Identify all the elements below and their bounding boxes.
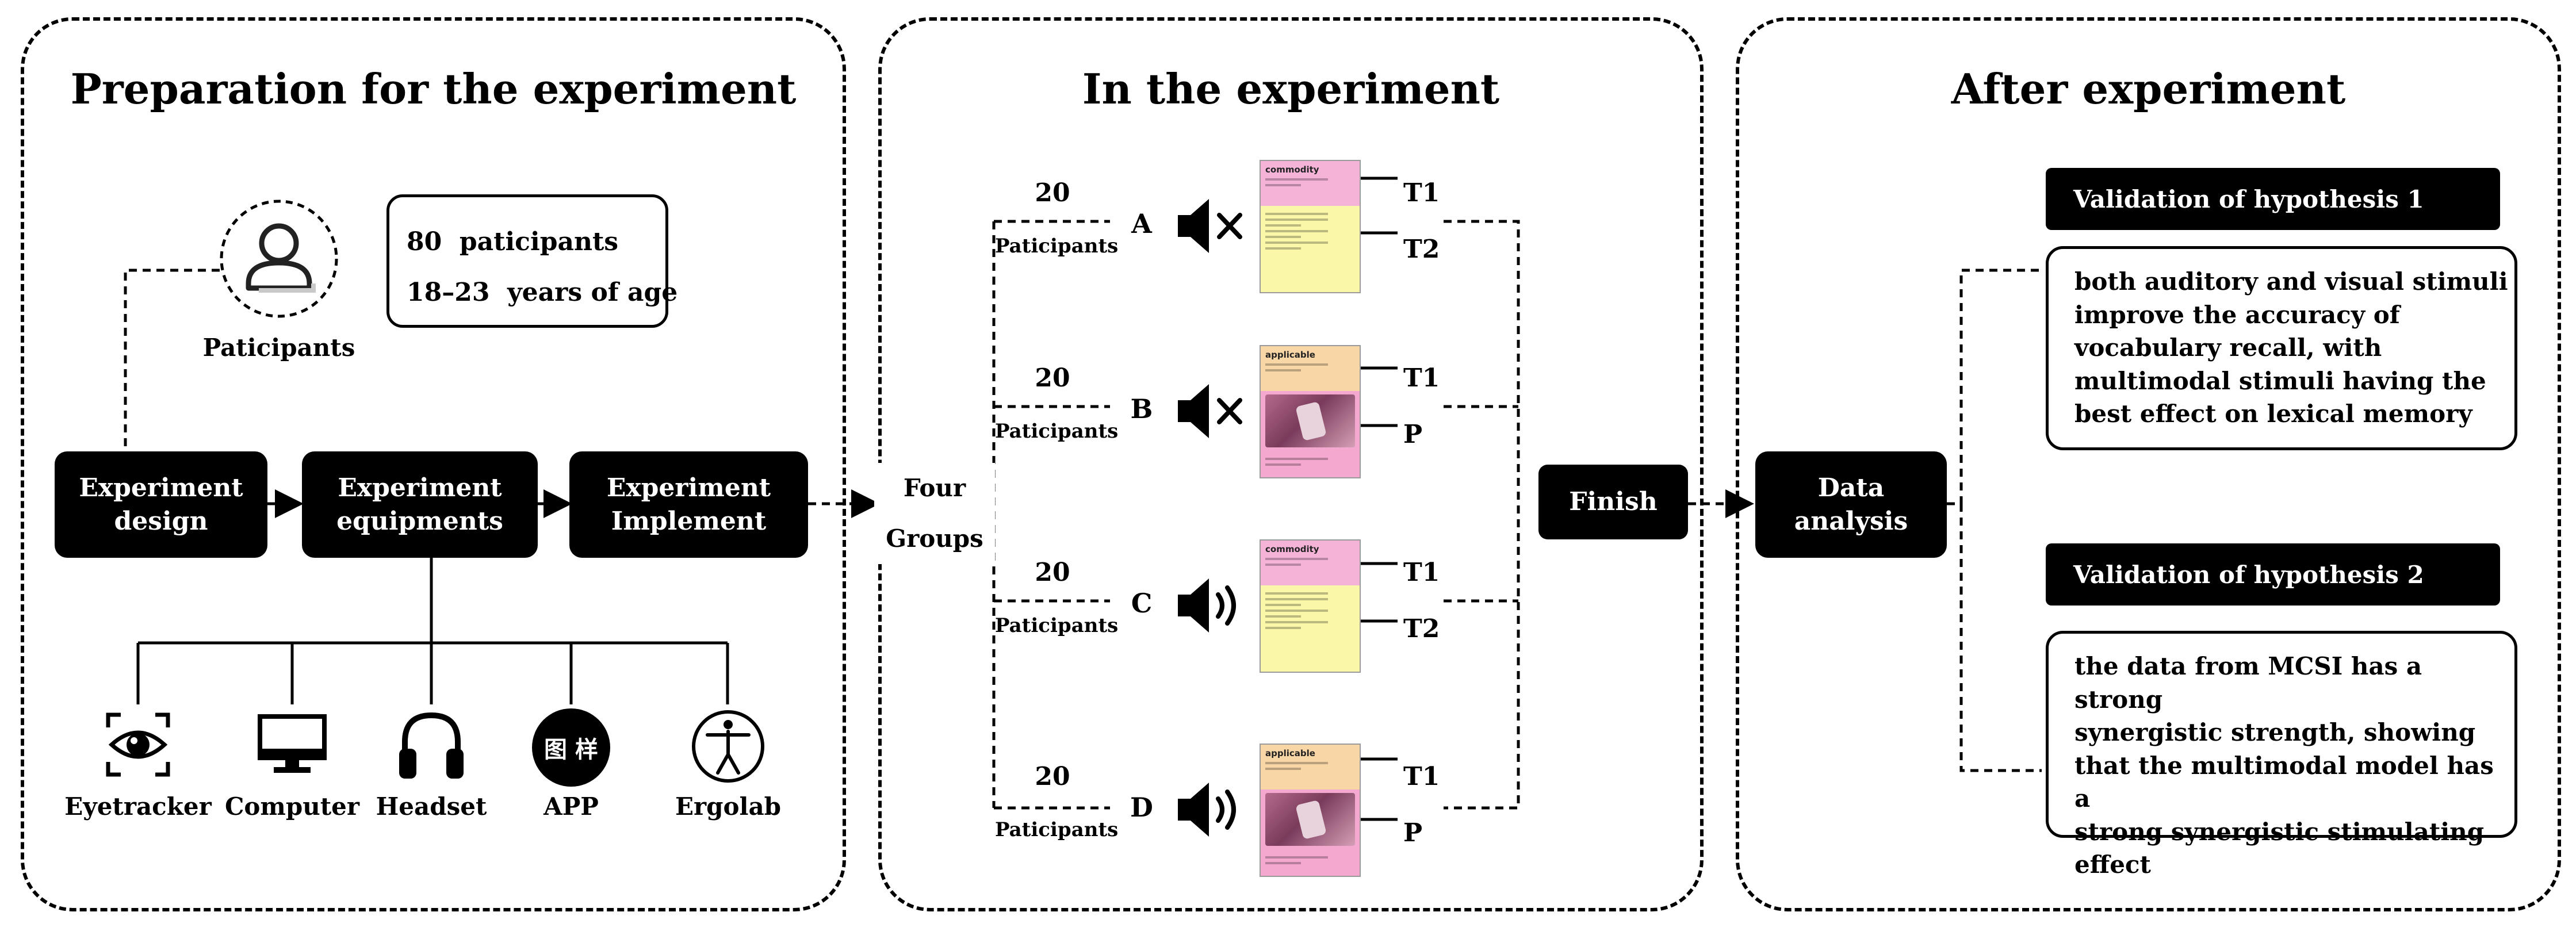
card-tag: T2	[1403, 235, 1440, 264]
four-groups-line-2: Groups	[886, 524, 983, 553]
participants-label: Paticipants	[202, 334, 355, 362]
hypothesis-2-line-5: effect	[2074, 850, 2151, 879]
group-participants-label: Paticipants	[995, 818, 1119, 841]
group-count: 20	[1035, 363, 1070, 393]
eyetracker-icon	[104, 710, 173, 779]
design-line-2: design	[114, 506, 208, 536]
hypothesis-2-title: Validation of hypothesis 2	[2046, 543, 2500, 606]
after-experiment-title: After experiment	[1951, 64, 2346, 113]
hypothesis-2-line-1: the data from MCSI has a strong	[2074, 652, 2422, 714]
hypothesis-1-line-2: improve the accuracy of	[2074, 300, 2400, 329]
speaker-muted-icon	[1173, 380, 1248, 443]
equipment-label-headset: Headset	[376, 792, 487, 821]
ergolab-icon	[690, 708, 766, 784]
preparation-title: Preparation for the experiment	[70, 64, 797, 113]
speaker-on-icon	[1173, 778, 1248, 841]
hypothesis-2-box: the data from MCSI has a strong synergis…	[2046, 631, 2517, 879]
app-icon-glyph: 图 样	[544, 737, 598, 763]
group-count: 20	[1035, 762, 1070, 791]
after-experiment-panel	[1736, 17, 2561, 911]
card-tag: T1	[1403, 762, 1440, 791]
equipment-label-computer: Computer	[224, 792, 360, 821]
hypothesis-1-line-4: multimodal stimuli having the	[2074, 366, 2486, 395]
group-participants-label: Paticipants	[995, 614, 1119, 637]
card-word: commodity	[1265, 544, 1319, 554]
card-tag: P	[1403, 818, 1423, 848]
vocabulary-card: commodity	[1260, 160, 1361, 293]
group-letter: D	[1130, 792, 1153, 823]
hypothesis-2-line-3: that the multimodal model has a	[2074, 751, 2494, 813]
group-participants-label: Paticipants	[995, 235, 1119, 258]
in-experiment-title: In the experiment	[1082, 64, 1500, 113]
card-picture	[1265, 792, 1355, 846]
vocabulary-card: applicable	[1260, 345, 1361, 478]
card-picture	[1265, 394, 1355, 447]
vocabulary-card: commodity	[1260, 539, 1361, 673]
preparation-panel	[21, 17, 846, 911]
participant-icon	[219, 198, 339, 319]
equipments-line-2: equipments	[336, 506, 503, 536]
hypothesis-1-line-5: best effect on lexical memory	[2074, 400, 2472, 428]
participant-count: 80 paticipants	[407, 227, 619, 256]
card-word: applicable	[1265, 350, 1315, 360]
data-analysis-line-2: analysis	[1794, 506, 1908, 536]
hypothesis-1-title: Validation of hypothesis 1	[2046, 168, 2500, 230]
card-tag: T1	[1403, 558, 1440, 587]
group-participants-label: Paticipants	[995, 420, 1119, 443]
four-groups-line-1: Four	[903, 474, 966, 502]
group-letter: B	[1130, 393, 1153, 424]
hypothesis-1-line-3: vocabulary recall, with	[2074, 334, 2382, 362]
equipments-line-1: Experiment	[338, 473, 502, 503]
group-count: 20	[1035, 558, 1070, 587]
design-line-1: Experiment	[79, 473, 243, 503]
headset-icon	[396, 708, 467, 782]
data-analysis-line-1: Data	[1817, 473, 1885, 503]
card-word: applicable	[1265, 748, 1315, 758]
hypothesis-2-line-4: strong synergistic stimulating	[2074, 817, 2485, 846]
card-tag: T2	[1403, 614, 1440, 643]
participant-info-box: 80 paticipants 18–23 years of age	[386, 194, 678, 328]
computer-icon	[257, 713, 328, 776]
card-tag: P	[1403, 420, 1423, 449]
hypothesis-1-box: both auditory and visual stimuli improve…	[2046, 246, 2517, 450]
equipment-label-app: APP	[543, 792, 599, 821]
card-tag: T1	[1403, 363, 1440, 393]
app-icon: 图 样	[532, 708, 610, 787]
card-tag: T1	[1403, 178, 1440, 208]
finish-box: Finish	[1538, 465, 1688, 539]
group-count: 20	[1035, 178, 1070, 208]
equipment-label-ergolab: Ergolab	[675, 792, 782, 821]
implement-line-1: Experiment	[606, 473, 771, 503]
equipment-label-eyetracker: Eyetracker	[64, 792, 212, 821]
group-letter: A	[1131, 208, 1152, 239]
speaker-on-icon	[1173, 574, 1248, 637]
four-groups-label: Four Groups	[874, 463, 995, 564]
speaker-muted-icon	[1173, 194, 1248, 258]
hypothesis-2-line-2: synergistic strength, showing	[2074, 718, 2476, 747]
participant-age: 18–23 years of age	[407, 278, 678, 307]
implement-line-2: Implement	[611, 506, 767, 536]
card-word: commodity	[1265, 164, 1319, 175]
group-letter: C	[1131, 588, 1153, 619]
vocabulary-card: applicable	[1260, 744, 1361, 877]
hypothesis-1-line-1: both auditory and visual stimuli	[2074, 267, 2508, 296]
